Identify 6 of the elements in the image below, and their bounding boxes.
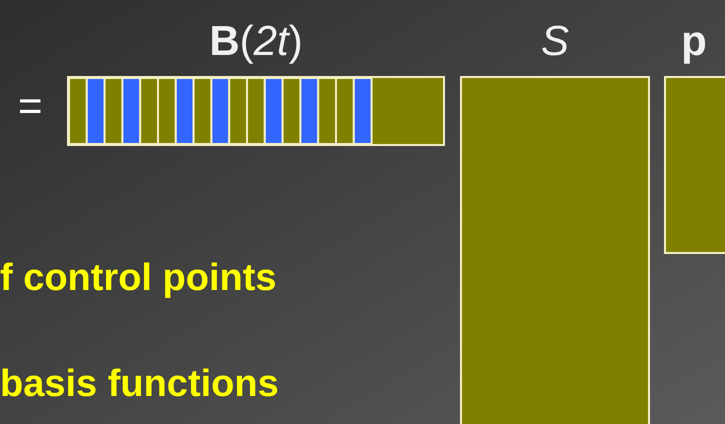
matrix-label: p <box>680 16 708 66</box>
matrix-label: B(2t) <box>208 16 304 66</box>
equals-sign: = <box>18 84 43 128</box>
annotation-text: f control points <box>0 256 277 300</box>
matrix-label: S <box>540 16 570 66</box>
annotation-text: basis functions <box>0 362 279 406</box>
